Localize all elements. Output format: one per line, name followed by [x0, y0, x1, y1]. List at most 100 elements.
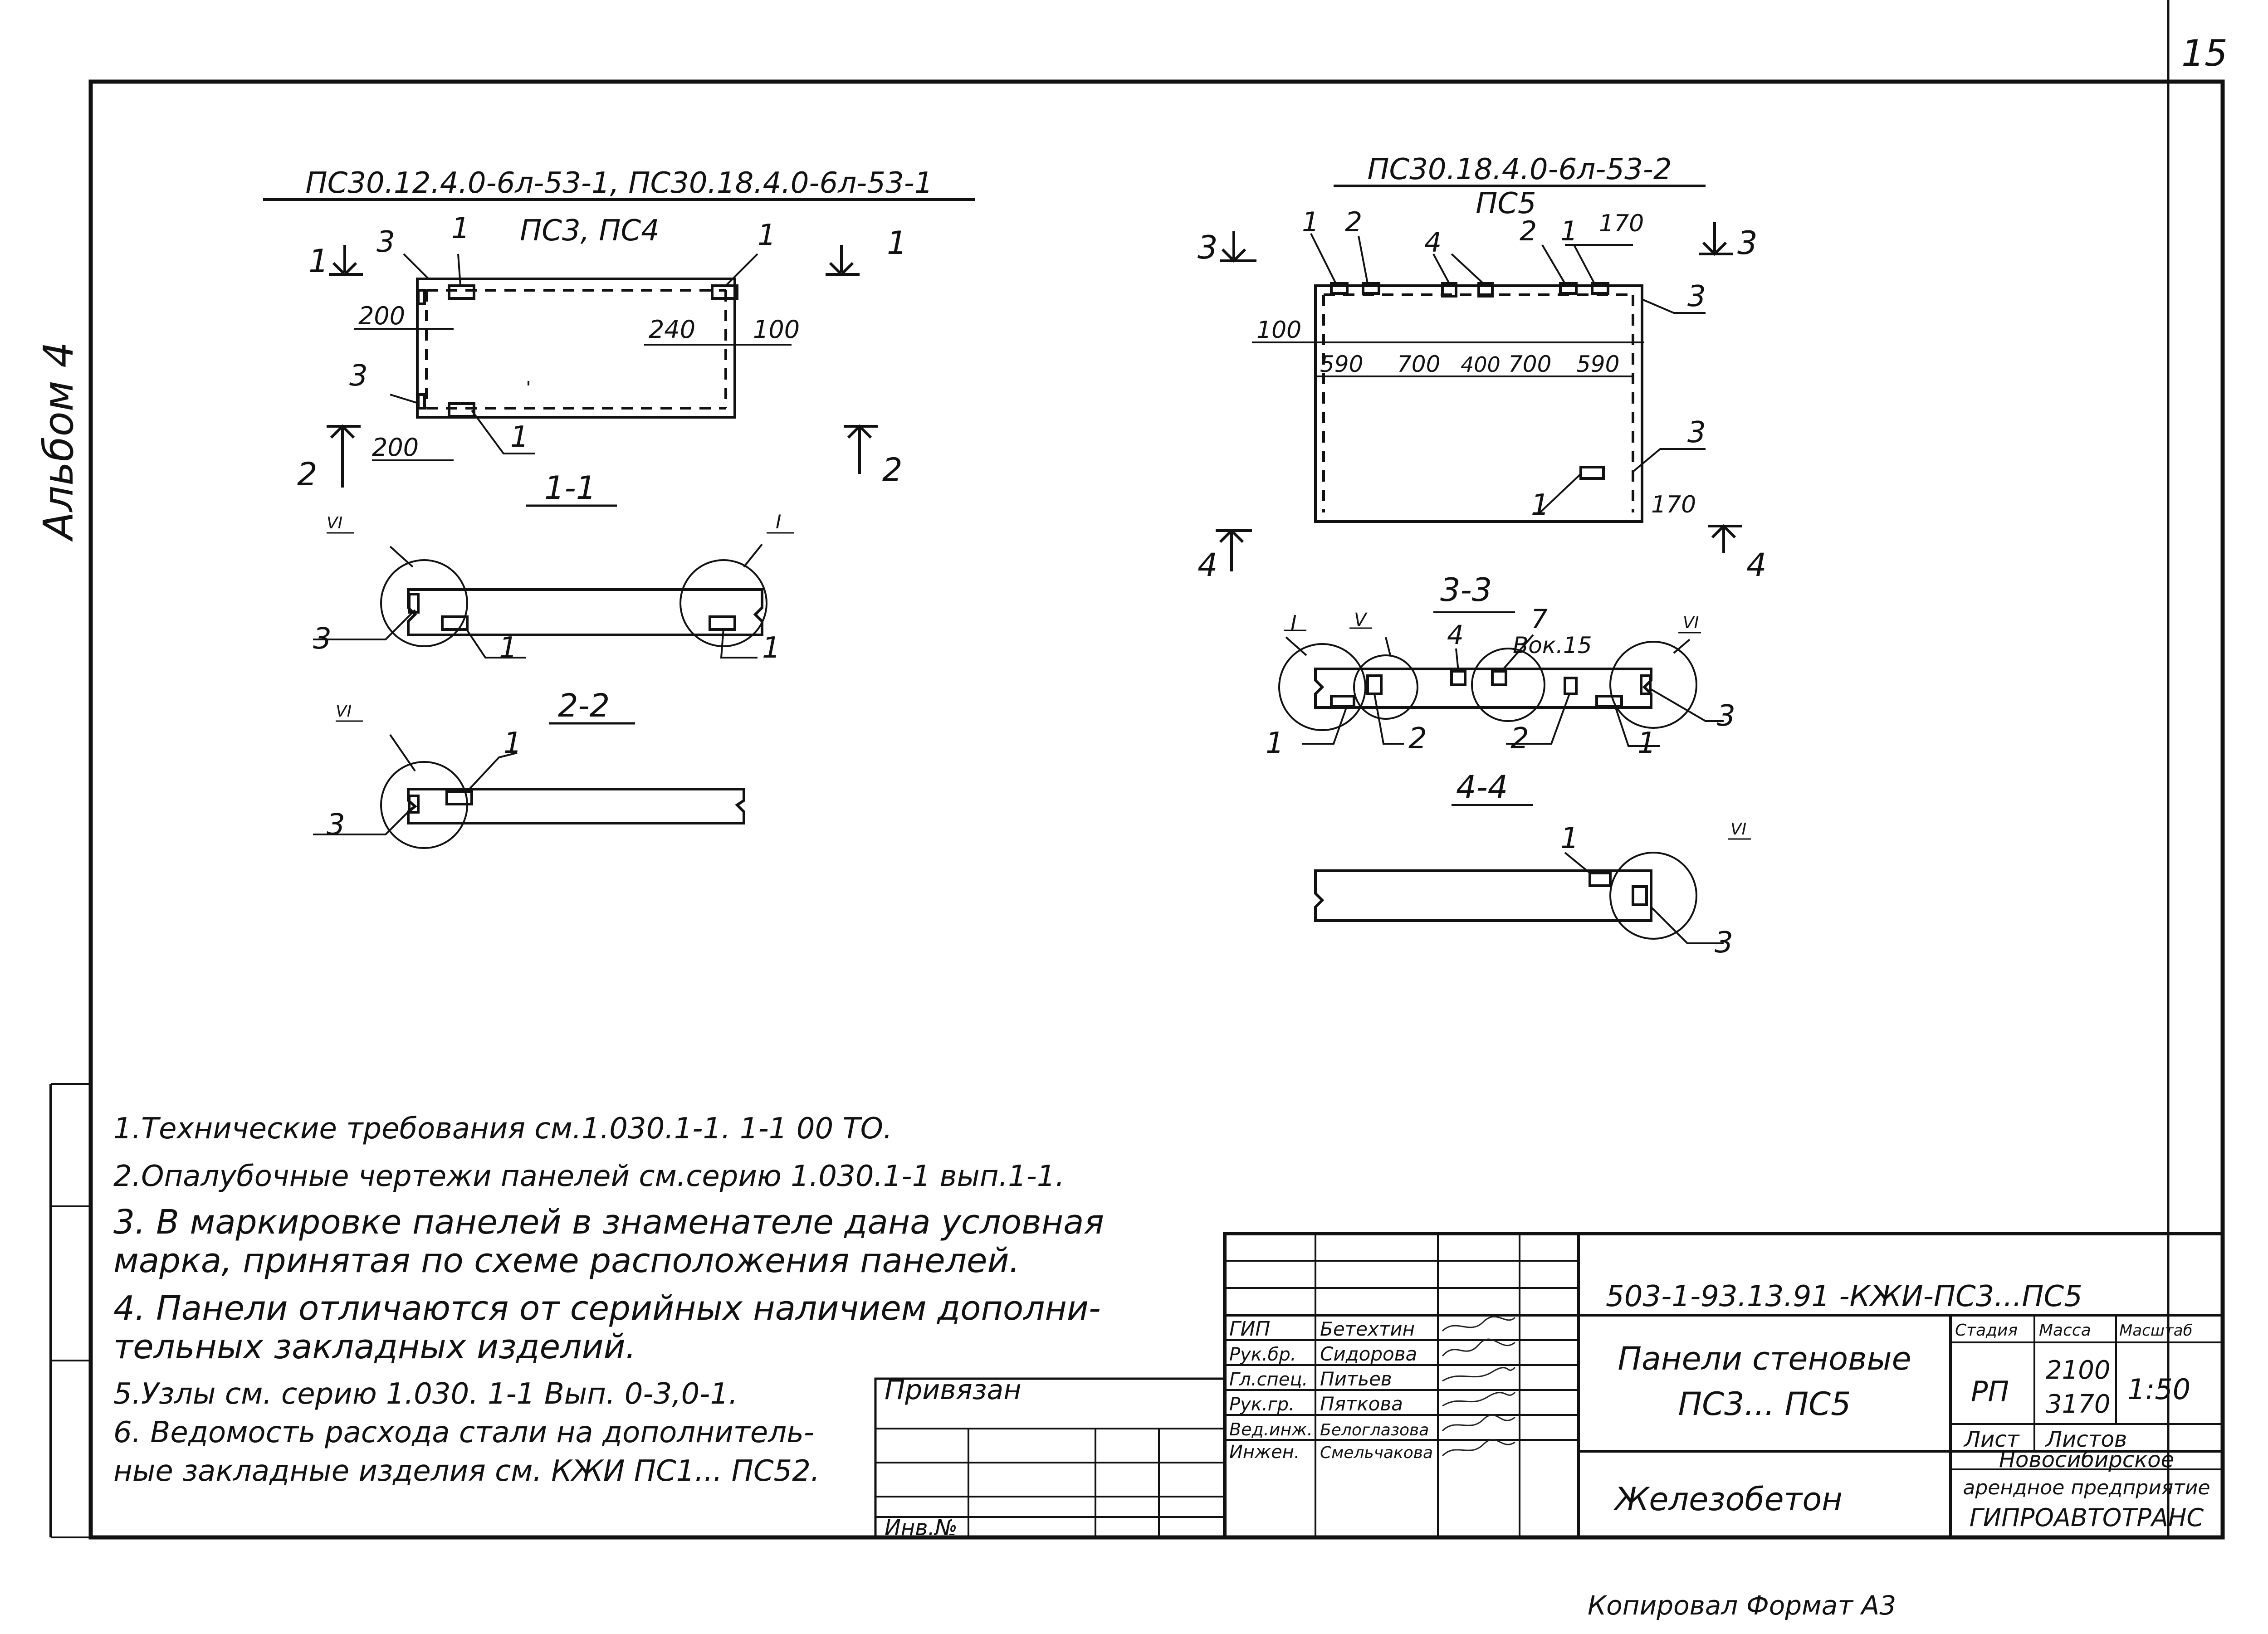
right-top-callout-2b: 2 [1520, 215, 1537, 247]
signatures [1442, 1316, 1516, 1457]
col-stage: Стадия [1955, 1321, 2018, 1340]
section-3-3-node-v: V [1354, 610, 1368, 630]
note-3-cont: марка, принятая по схеме расположения па… [113, 1241, 1020, 1280]
col-scale: Масштаб [2119, 1322, 2193, 1340]
left-dim-100: 100 [753, 315, 800, 344]
right-top-callout-4: 4 [1424, 227, 1442, 259]
left-callout-3-mid: 3 [349, 359, 368, 393]
name-smelchakova: Смельчакова [1320, 1444, 1433, 1462]
right-dim-170-bottom: 170 [1651, 491, 1696, 518]
name-sidorova: Сидорова [1320, 1343, 1417, 1365]
right-top-callout-1a: 1 [1302, 206, 1319, 238]
section-2-2-node: VI [336, 702, 352, 721]
scale-value: 1:50 [2127, 1373, 2190, 1406]
section-3-3-callout-3: 3 [1717, 699, 1735, 733]
right-dim-100: 100 [1256, 317, 1301, 344]
section-3-3: 3-3 [1266, 571, 1735, 760]
right-dim-590-b: 590 [1576, 351, 1619, 377]
sheet-label: Лист [1963, 1427, 2020, 1452]
section-1-1-callout-3: 3 [313, 622, 332, 656]
right-dim-700-a: 700 [1397, 351, 1440, 377]
section-4-4-node: VI [1730, 820, 1746, 839]
section-3-3-ref: Вок.15 [1513, 632, 1592, 658]
section-3-3-node-i: I [1290, 611, 1297, 635]
note-4-cont: тельных закладных изделий. [113, 1327, 636, 1366]
section-mark-2b: 2 [882, 451, 903, 488]
role-ved-inzh: Вед.инж. [1229, 1419, 1313, 1439]
note-6: 6. Ведомость расхода стали на дополнител… [113, 1416, 814, 1449]
section-3-3-callout-1a: 1 [1266, 727, 1284, 760]
section-2-2: 2-2 VI 3 1 [313, 687, 745, 849]
left-callout-1-bottom: 1 [510, 420, 529, 454]
section-2-2-title: 2-2 [558, 687, 610, 724]
name-beloglazova: Белоглазова [1320, 1421, 1429, 1439]
section-4-4-title: 4-4 [1456, 769, 1508, 806]
section-mark-4b: 4 [1746, 546, 1767, 584]
inv-label: Инв.№ [885, 1515, 958, 1541]
material: Железобетон [1613, 1481, 1843, 1518]
right-plan-subtitle: ПС5 [1476, 187, 1536, 220]
left-callout-1-top: 1 [451, 212, 470, 245]
role-gl-spec: Гл.спец. [1229, 1369, 1308, 1390]
sheets-label: Листов [2045, 1427, 2127, 1452]
section-2-2-callout-3: 3 [327, 808, 345, 842]
section-1-1-title: 1-1 [544, 469, 596, 507]
section-1-1: 1-1 VI I 3 1 1 [313, 469, 794, 665]
notes: 1.Технические требования см.1.030.1-1. 1… [113, 1112, 1104, 1488]
name-pitev: Питьев [1320, 1368, 1392, 1390]
org-line-1: Новосибирское [1999, 1447, 2174, 1473]
left-callout-3-top: 3 [376, 225, 395, 259]
section-mark-1a: 1 [308, 243, 329, 280]
name-pyatkova: Пяткова [1320, 1393, 1403, 1415]
col-mass: Масса [2039, 1321, 2091, 1340]
right-top-callout-1b: 1 [1560, 215, 1578, 247]
stage-value: РП [1971, 1375, 2009, 1408]
org-line-3: ГИПРОАВТОТРАНС [1970, 1503, 2204, 1532]
right-dim-400: 400 [1461, 352, 1501, 377]
album-label: Альбом 4 [35, 342, 83, 542]
org-line-2: арендное предприятие [1963, 1476, 2210, 1499]
left-dim-200-top: 200 [358, 302, 405, 330]
section-3-3-callout-1b: 1 [1637, 727, 1656, 760]
section-2-2-callout-1: 1 [503, 727, 522, 760]
section-3-3-callout-4: 4 [1447, 619, 1464, 650]
role-ruk-br: Рук.бр. [1229, 1344, 1296, 1365]
section-3-3-callout-7: 7 [1531, 604, 1548, 634]
right-plan-title: ПС30.18.4.0-6л-53-2 [1367, 153, 1672, 186]
note-5: 5.Узлы см. серию 1.030. 1-1 Вып. 0-3,0-1… [113, 1377, 738, 1411]
right-dim-170-top: 170 [1599, 210, 1644, 237]
mass-value-2: 3170 [2046, 1390, 2111, 1419]
note-2: 2.Опалубочные чертежи панелей см.серию 1… [113, 1160, 1065, 1193]
role-inzhen: Инжен. [1229, 1442, 1300, 1463]
right-callout-1-bottom: 1 [1531, 488, 1549, 522]
right-panel-plan: ПС30.18.4.0-6л-53-2 ПС5 [1198, 153, 1767, 584]
left-callout-1-right: 1 [758, 219, 776, 252]
section-3-3-callout-2b: 2 [1510, 722, 1529, 756]
note-1: 1.Технические требования см.1.030.1-1. 1… [113, 1112, 892, 1146]
right-dim-590-a: 590 [1320, 351, 1363, 377]
section-mark-1b: 1 [887, 224, 907, 262]
section-3-3-node-vi: VI [1683, 614, 1699, 632]
section-1-1-callout-1a: 1 [499, 631, 518, 665]
right-callout-3-lower: 3 [1687, 416, 1706, 449]
page-number: 15 [2181, 32, 2228, 74]
title-block [1223, 1232, 2224, 1539]
right-dim-700-b: 700 [1508, 351, 1551, 377]
note-3: 3. В маркировке панелей в знаменателе да… [113, 1203, 1104, 1242]
role-ruk-gr: Рук.гр. [1229, 1394, 1295, 1415]
section-mark-3b: 3 [1737, 224, 1758, 262]
note-6-cont: ные закладные изделия см. КЖИ ПС1... ПС5… [113, 1454, 820, 1488]
left-dim-200-bottom: 200 [372, 433, 419, 462]
binding-label: Привязан [885, 1374, 1022, 1406]
role-gip: ГИП [1229, 1317, 1271, 1341]
section-4-4-callout-1: 1 [1560, 822, 1579, 855]
left-dim-240: 240 [649, 315, 695, 344]
mass-value-1: 2100 [2046, 1356, 2111, 1385]
product-name-2: ПС3... ПС5 [1678, 1385, 1851, 1423]
section-4-4: 4-4 VI 1 3 [1314, 769, 1751, 960]
bottom-stamp: Копировал Формат А3 [1588, 1590, 1896, 1621]
section-4-4-callout-3: 3 [1715, 926, 1733, 960]
note-4: 4. Панели отличаются от серийных наличие… [113, 1289, 1101, 1328]
section-3-3-title: 3-3 [1440, 571, 1492, 609]
